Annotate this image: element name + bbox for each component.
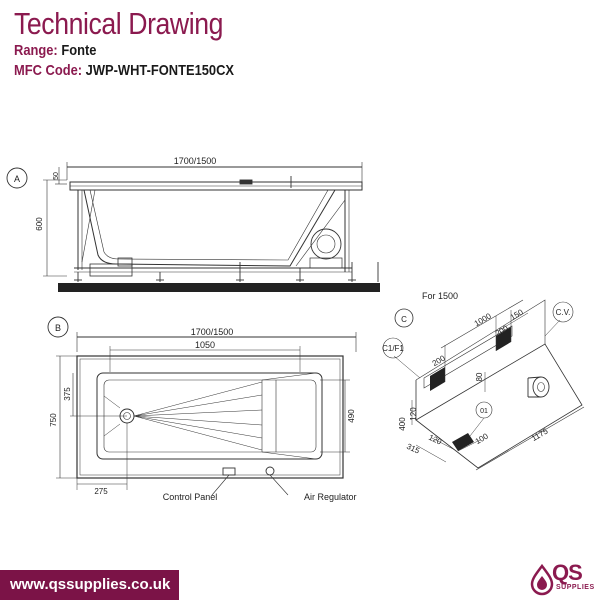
view-b-half-width: 375: [63, 387, 72, 401]
view-c-marker: [394, 308, 414, 328]
d1-marker: [475, 401, 493, 419]
view-b-inner-length: 1050: [195, 340, 215, 350]
view-c: [382, 299, 585, 471]
air-regulator-icon: [265, 466, 275, 476]
footer-url-link[interactable]: www.qssupplies.co.uk: [10, 576, 171, 593]
view-c-note: For 1500: [422, 291, 458, 301]
cv-marker: [552, 301, 574, 323]
dim-400: 400: [398, 417, 407, 431]
d1-label: 01: [480, 408, 488, 415]
c1f1-marker: [382, 337, 404, 359]
view-b-marker-label: B: [55, 323, 61, 333]
view-a-length: 1700/1500: [174, 156, 217, 166]
footer-bar: [0, 570, 179, 600]
view-b-inner-width: 490: [347, 409, 356, 423]
dim-120b: 120: [427, 433, 443, 447]
dim-120: 120: [409, 407, 418, 421]
view-b: [47, 316, 357, 496]
air-regulator-label: Air Regulator: [304, 492, 357, 502]
dim-150: 150: [509, 307, 526, 322]
control-panel-icon: [222, 467, 236, 476]
view-b-offset: 275: [94, 487, 108, 496]
view-b-marker: [47, 316, 69, 338]
view-b-length: 1700/1500: [191, 327, 234, 337]
page-title: Technical Drawing: [14, 6, 224, 41]
cv-label: C.V.: [556, 308, 571, 317]
mfc-line: MFC Code: JWP-WHT-FONTE150CX: [14, 62, 234, 79]
range-line: Range: Fonte: [14, 42, 96, 59]
mfc-label: MFC Code:: [14, 62, 83, 79]
dim-80: 80: [475, 372, 484, 381]
range-value: Fonte: [61, 42, 97, 59]
view-b-width: 750: [49, 413, 58, 427]
dim-315: 315: [405, 442, 421, 456]
view-a-marker: [6, 167, 28, 189]
logo-text: QS: [552, 560, 583, 585]
view-a-height: 600: [35, 217, 44, 231]
floor-line: [58, 283, 380, 292]
view-a-rim: 50: [53, 172, 60, 180]
dim-100: 100: [474, 431, 491, 446]
dim-1000: 1000: [473, 311, 493, 328]
control-panel-label: Control Panel: [163, 492, 218, 502]
view-c-marker-label: C: [401, 315, 407, 324]
view-a-marker-label: A: [14, 174, 20, 184]
mfc-value: JWP-WHT-FONTE150CX: [85, 62, 235, 79]
logo-subtext: SUPPLIES: [556, 584, 595, 591]
qs-logo-icon: [530, 563, 554, 596]
range-label: Range:: [14, 42, 58, 59]
c1f1-label: C1/F1: [382, 344, 404, 353]
view-a: [6, 162, 379, 282]
